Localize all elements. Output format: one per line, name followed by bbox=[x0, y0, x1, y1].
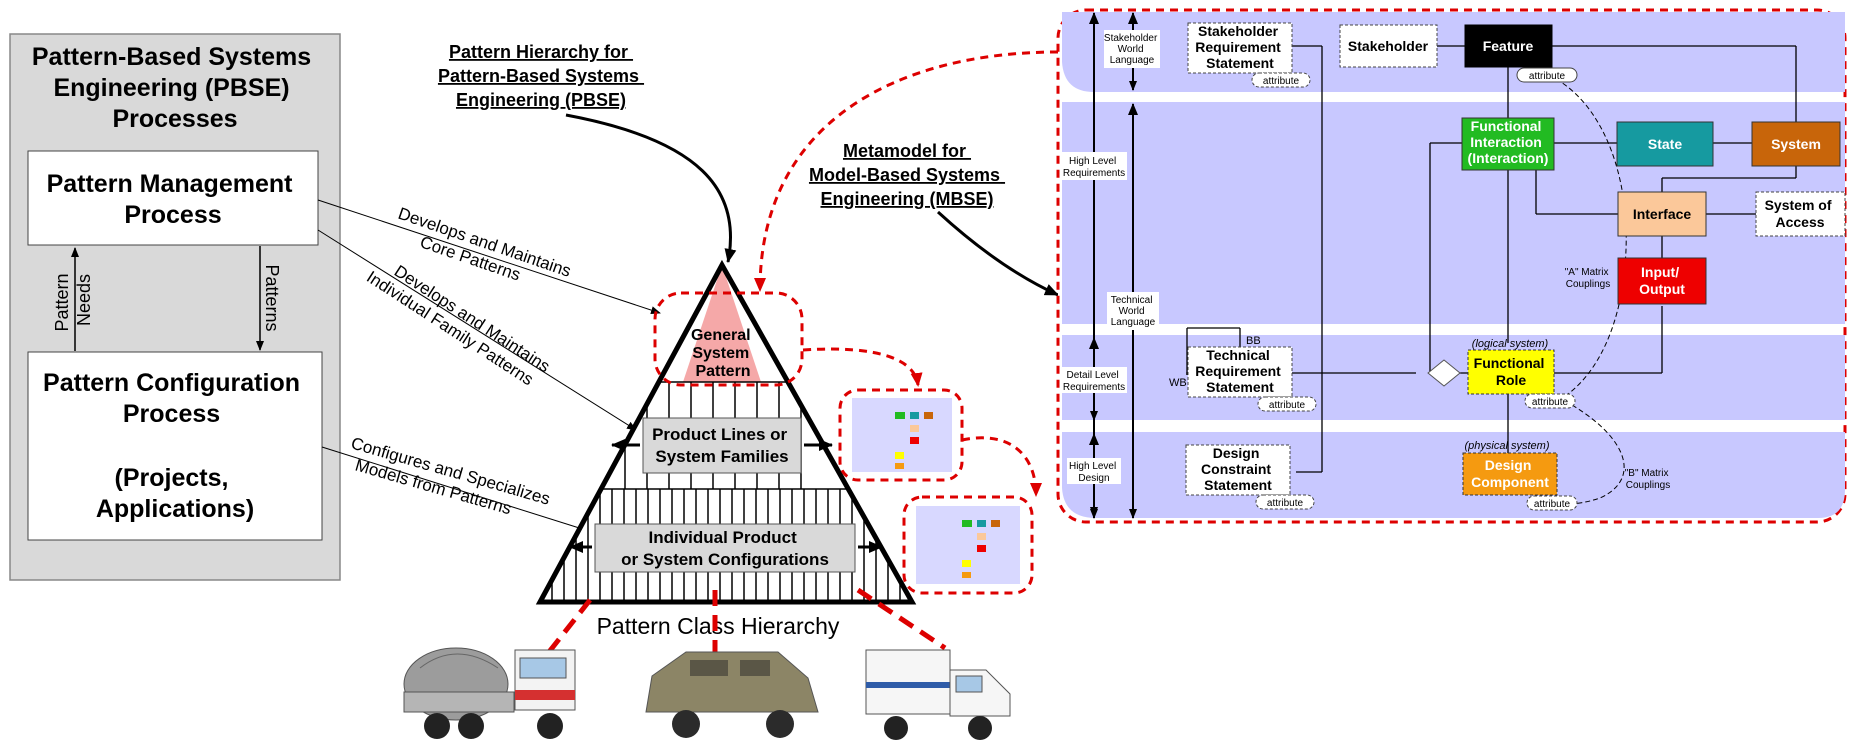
core-patterns-connector bbox=[317, 199, 661, 314]
technical-requirement-statement: Technical Requirement Statement bbox=[1195, 347, 1284, 395]
attribute-tag: attribute bbox=[1263, 76, 1300, 87]
input-output-box: Input/ Output bbox=[1639, 264, 1685, 297]
patterns-label: Patterns bbox=[262, 264, 282, 331]
metamodel-thumbnail-2 bbox=[902, 495, 1034, 595]
stakeholder-box: Stakeholder bbox=[1348, 38, 1429, 54]
attribute-tag: attribute bbox=[1267, 498, 1304, 509]
pattern-needs-label: Pattern Needs bbox=[52, 268, 94, 331]
design-constraint-statement: Design Constraint Statement bbox=[1201, 445, 1275, 493]
metamodel-title: Metamodel for Model-Based Systems Engine… bbox=[809, 141, 1005, 209]
family-patterns-text: Develops and Maintains Individual Family… bbox=[363, 251, 557, 396]
b-matrix-couplings: "B" Matrix Couplings bbox=[1625, 468, 1672, 491]
functional-role-box: Functional Role bbox=[1474, 355, 1549, 388]
system-box: System bbox=[1771, 136, 1821, 152]
state-box: State bbox=[1648, 136, 1682, 152]
mbse-metamodel: Stakeholder World Language High Level Re… bbox=[1056, 8, 1847, 524]
technical-world-language: Technical World Language bbox=[1111, 295, 1156, 328]
bb-label: BB bbox=[1246, 335, 1261, 347]
physical-system-label: (physical system) bbox=[1465, 440, 1550, 452]
stakeholder-world-language: Stakeholder World Language bbox=[1104, 33, 1160, 66]
metamodel-title-arrow bbox=[936, 210, 1059, 297]
attribute-tag: attribute bbox=[1532, 397, 1569, 408]
design-component-box: Design Component bbox=[1471, 457, 1549, 490]
detail-level-requirements: Detail Level Requirements bbox=[1063, 370, 1125, 393]
ambulance-link bbox=[856, 587, 947, 651]
attribute-tag: attribute bbox=[1269, 400, 1306, 411]
metamodel-to-general-link bbox=[754, 50, 1059, 292]
a-matrix-couplings: "A" Matrix Couplings bbox=[1565, 267, 1612, 290]
ambulance-image bbox=[865, 649, 1011, 740]
attribute-tag: attribute bbox=[1534, 499, 1571, 510]
pattern-configuration-label: Pattern Configuration Process (Projects,… bbox=[43, 369, 307, 523]
pattern-management-box bbox=[27, 150, 319, 246]
attribute-tag: attribute bbox=[1529, 71, 1566, 82]
interface-box: Interface bbox=[1633, 206, 1692, 222]
stakeholder-requirement-statement: Stakeholder Requirement Statement bbox=[1195, 23, 1284, 71]
pattern-management-label: Pattern Management Process bbox=[47, 170, 300, 229]
functional-interaction-box: Functional Interaction (Interaction) bbox=[1468, 118, 1549, 166]
pattern-configuration-box bbox=[27, 351, 323, 541]
configures-connector bbox=[321, 446, 593, 534]
pattern-hierarchy-title: Pattern Hierarchy for Pattern-Based Syst… bbox=[438, 42, 644, 110]
pbse-processes-title: Pattern-Based Systems Engineering (PBSE)… bbox=[32, 43, 318, 133]
logical-system-label: (logical system) bbox=[1472, 338, 1549, 350]
general-pattern-dashed-outline bbox=[653, 291, 804, 387]
high-level-design: High Level Design bbox=[1069, 461, 1119, 484]
feature-box: Feature bbox=[1483, 38, 1534, 54]
pattern-class-hierarchy: Pattern Class Hierarchy bbox=[597, 613, 840, 639]
pattern-pyramid: General System Pattern Product Lines or … bbox=[535, 259, 917, 605]
pbse-processes-panel: Pattern-Based Systems Engineering (PBSE)… bbox=[9, 33, 341, 581]
system-of-access-box: System of Access bbox=[1765, 197, 1836, 230]
family-patterns-connector bbox=[317, 229, 637, 431]
hierarchy-title-arrow bbox=[565, 113, 737, 263]
cement-mixer-truck-image bbox=[403, 647, 576, 739]
armored-vehicle-image bbox=[645, 651, 819, 738]
product-lines-label: Product Lines or System Families bbox=[652, 425, 792, 466]
individual-configurations-label: Individual Product or System Configurati… bbox=[621, 528, 829, 569]
metamodel-thumbnail-1 bbox=[838, 388, 964, 482]
configures-text: Configures and Specializes Models from P… bbox=[343, 434, 556, 530]
high-level-requirements: High Level Requirements bbox=[1063, 156, 1125, 179]
wb-label: WB bbox=[1169, 377, 1187, 389]
general-system-pattern: General System Pattern bbox=[691, 327, 755, 380]
general-pattern-tip bbox=[683, 265, 761, 382]
